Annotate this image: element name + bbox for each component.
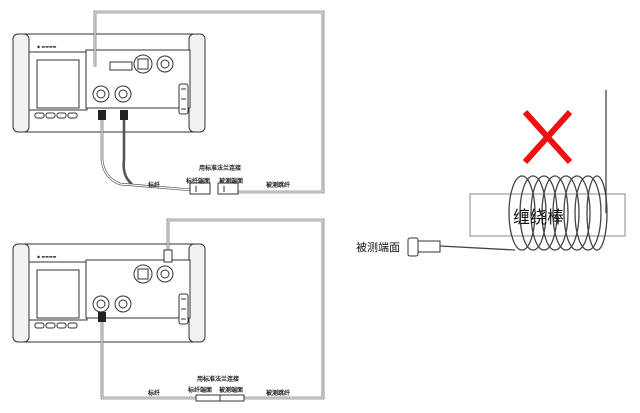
ref-endface-label-bottom: 标纤端面 [188, 387, 213, 394]
dut-jumper-label-bottom: 被测跳纤 [266, 390, 291, 397]
instrument-bottom [12, 243, 206, 343]
ref-endface-label-top: 标纤端面 [186, 178, 211, 185]
fiber-coil [439, 90, 608, 251]
instrument-top [12, 33, 206, 133]
ref-fiber-label-top: 标纤 [148, 182, 161, 189]
mandrel-label: 缠绕棒 [513, 208, 564, 228]
top-duplex-connector [109, 61, 133, 71]
dut-jumper-label-top: 被测跳纤 [266, 182, 291, 189]
mandrel-endface-label: 被测端面 [356, 241, 400, 254]
endface-connector-icon [407, 237, 441, 257]
ref-fiber-label-bottom: 标纤 [148, 390, 161, 397]
flange-label-top: 用标准法兰连接 [199, 165, 242, 172]
flange-connector-top [189, 182, 239, 195]
flange-connector-bottom [195, 394, 245, 402]
red-x-mark-icon [522, 109, 573, 165]
dut-endface-label-top: 被测端面 [219, 178, 244, 185]
dut-endface-label-bottom: 被测端面 [219, 387, 244, 394]
flange-label-bottom: 用标准法兰连接 [197, 376, 240, 383]
